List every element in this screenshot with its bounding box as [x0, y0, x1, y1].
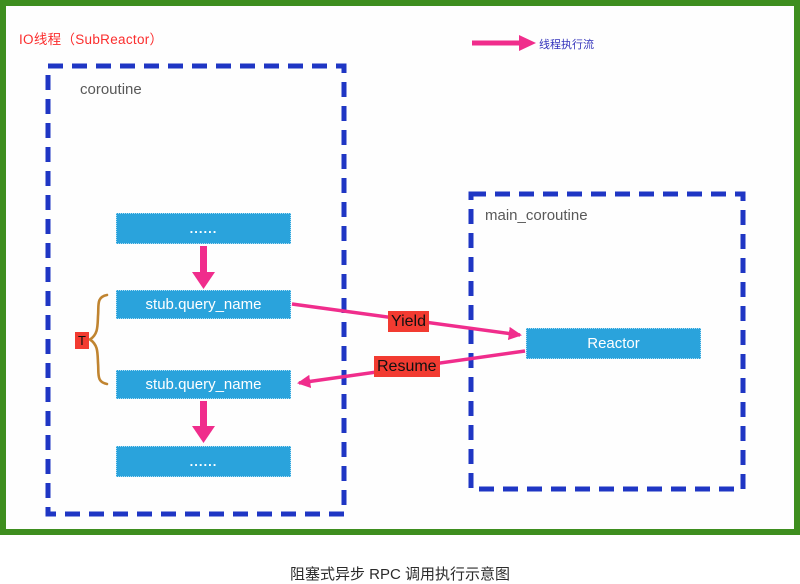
node-ellipsis-top: ...... [116, 213, 291, 244]
resume-label: Resume [374, 356, 440, 377]
io-thread-label: IO线程（SubReactor） [19, 32, 164, 47]
t-brace-icon [87, 293, 109, 386]
main-coroutine-label: main_coroutine [485, 207, 588, 224]
node-stub-query-2: stub.query_name [116, 370, 291, 399]
diagram-panel: IO线程（SubReactor） 线程执行流 [0, 0, 800, 535]
yield-label: Yield [388, 311, 429, 332]
node-reactor: Reactor [526, 328, 701, 359]
t-label: T [75, 332, 89, 349]
legend-label: 线程执行流 [539, 39, 594, 51]
node-stub-query-1: stub.query_name [116, 290, 291, 319]
flow-arrow-down-2-icon [192, 401, 215, 443]
node-ellipsis-bottom: ...... [116, 446, 291, 477]
caption: 阻塞式异步 RPC 调用执行示意图 [289, 566, 510, 583]
flow-arrow-down-1-icon [192, 246, 215, 289]
legend-arrow-icon [472, 35, 536, 51]
coroutine-label: coroutine [80, 81, 142, 98]
